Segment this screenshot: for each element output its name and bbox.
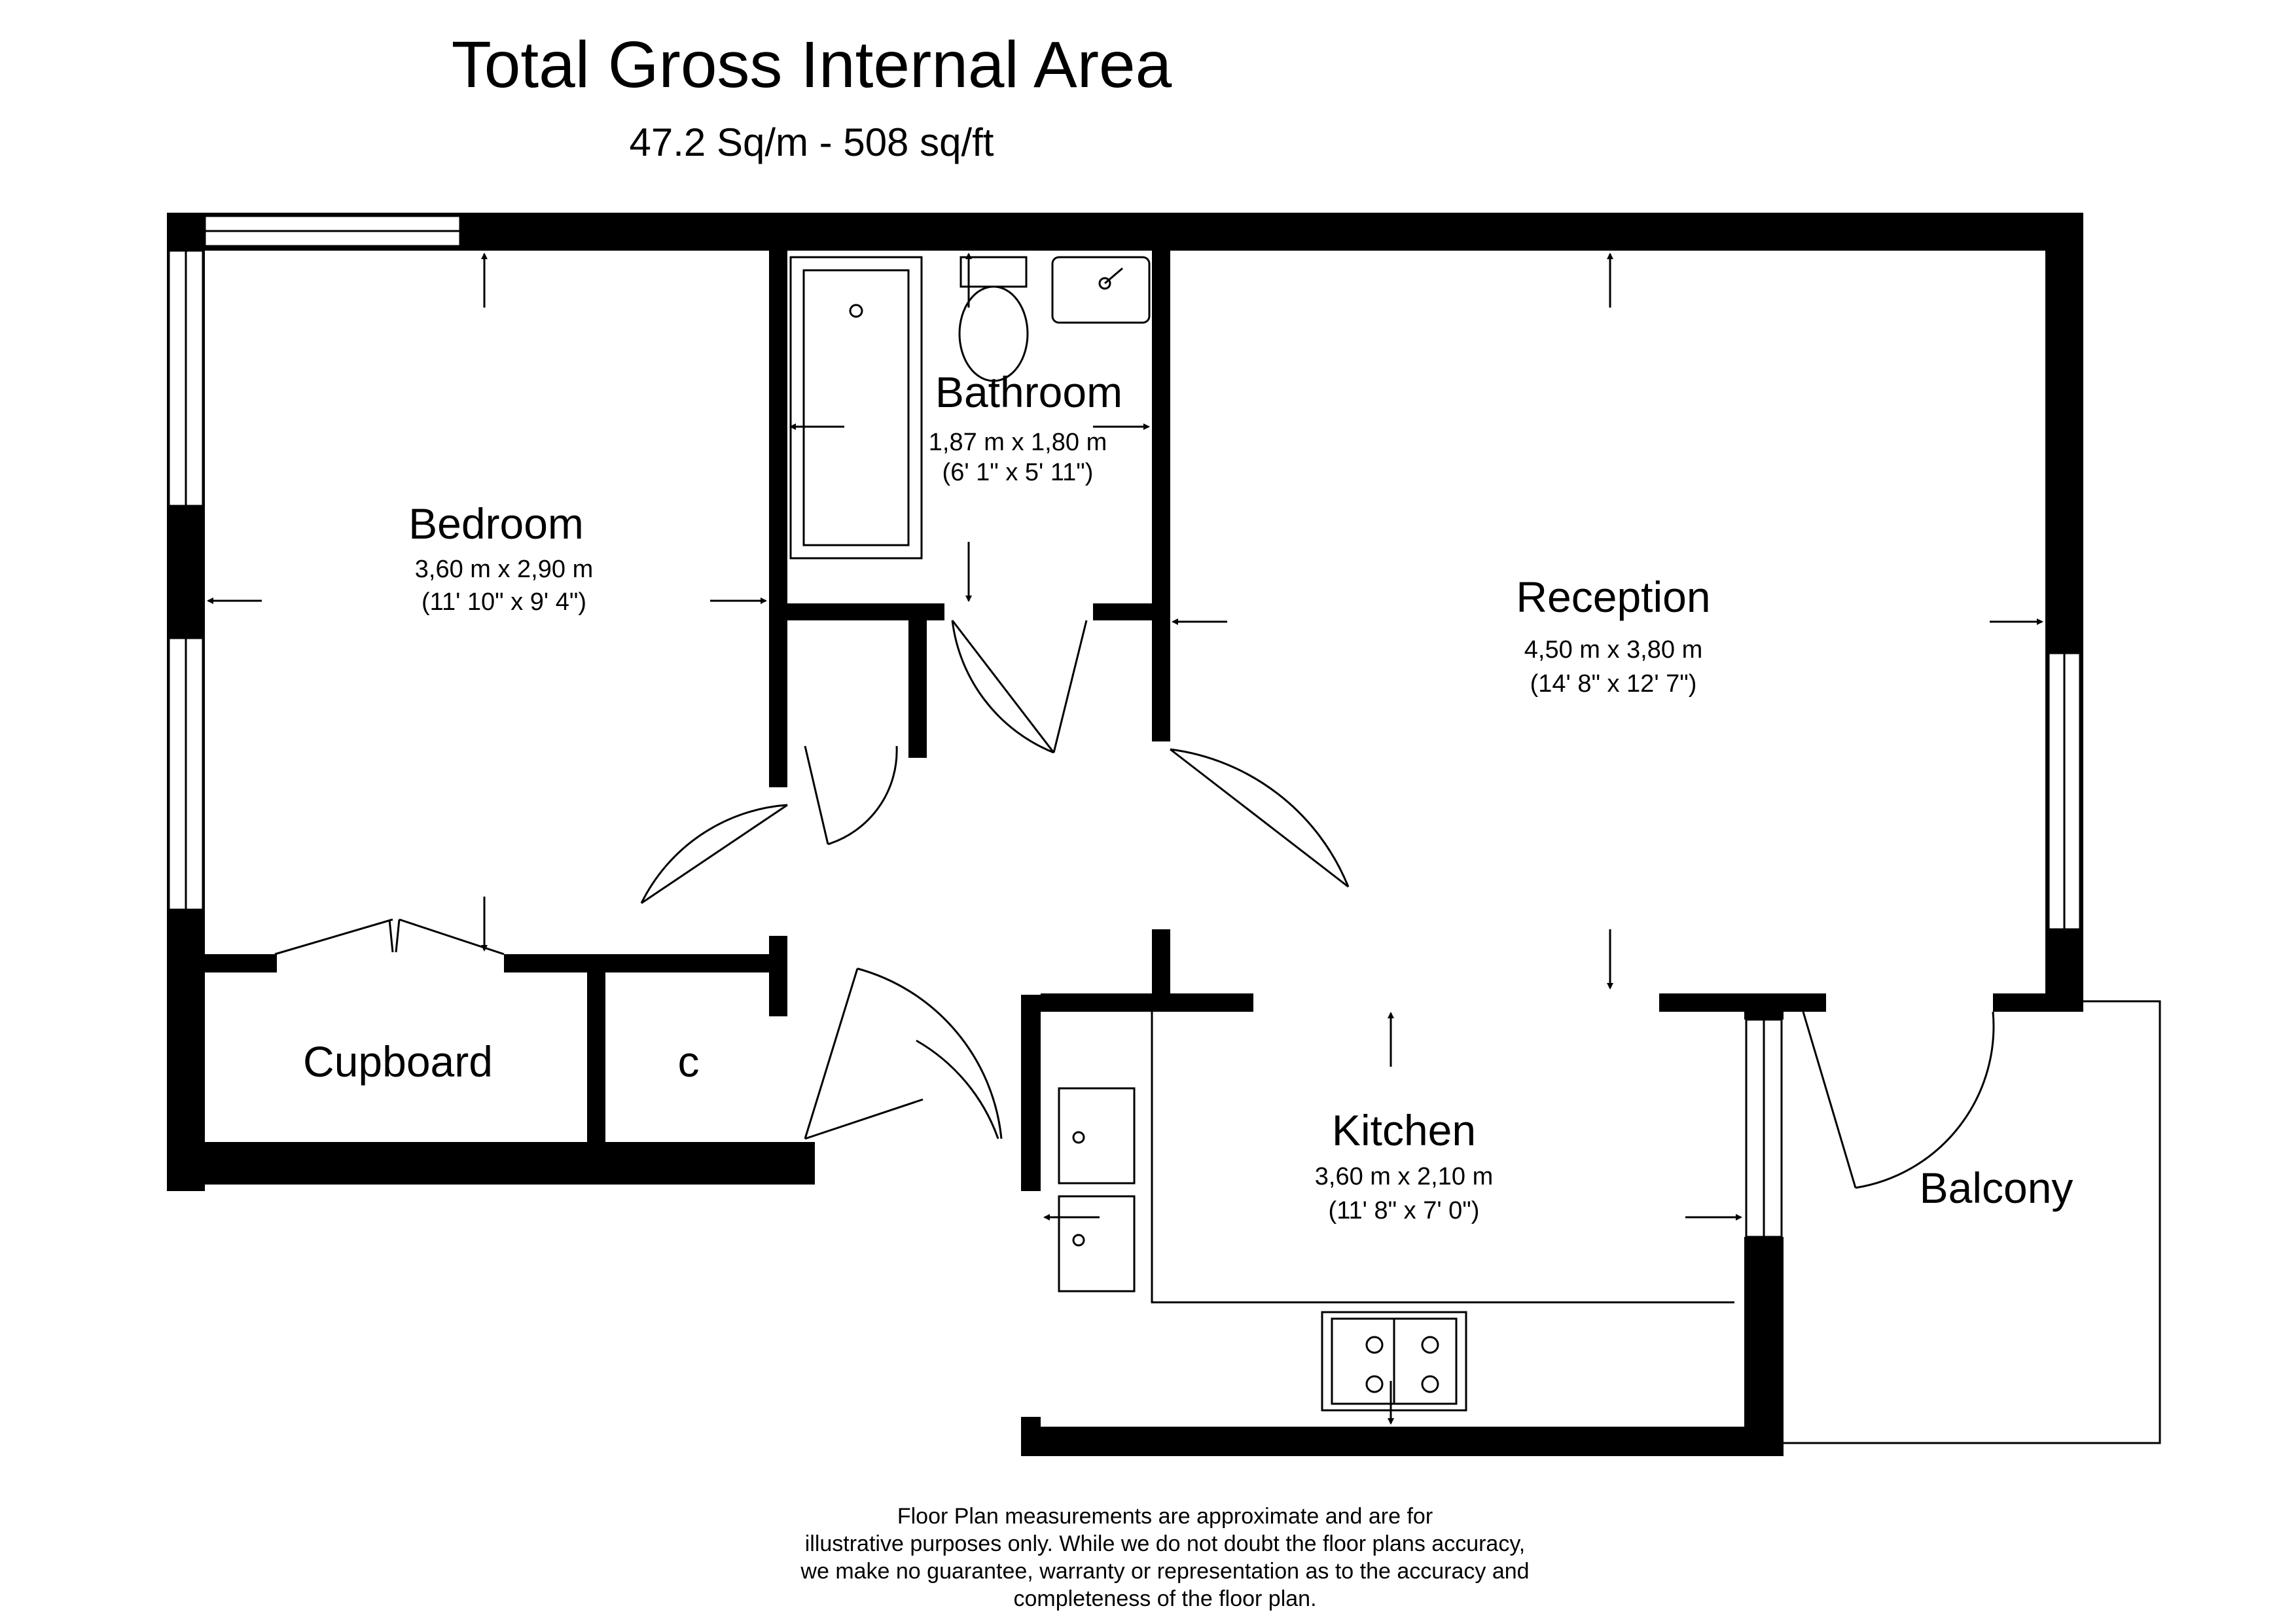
toilet-bowl <box>958 285 1029 382</box>
room-imperial: (6' 1" x 5' 11") <box>942 459 1094 486</box>
room-bathroom: Bathroom 1,87 m x 1,80 m (6' 1" x 5' 11"… <box>929 368 1122 486</box>
dimension-arrows <box>207 253 2043 1425</box>
page-title: Total Gross Internal Area <box>452 28 1172 101</box>
disclaimer: Floor Plan measurements are approximate … <box>800 1504 1529 1611</box>
room-metric: 1,87 m x 1,80 m <box>929 429 1107 456</box>
toilet-cistern <box>960 256 1028 288</box>
room-cupboard: Cupboard <box>303 1037 493 1086</box>
room-reception: Reception 4,50 m x 3,80 m (14' 8" x 12' … <box>1516 573 1710 698</box>
room-kitchen: Kitchen 3,60 m x 2,10 m (11' 8" x 7' 0") <box>1315 1106 1493 1224</box>
disclaimer-line: illustrative purposes only. While we do … <box>805 1531 1526 1556</box>
room-closet: c <box>678 1037 700 1086</box>
fixtures <box>789 256 1734 1412</box>
balcony-outline <box>1784 1000 2161 1444</box>
windows <box>168 215 2081 1238</box>
room-imperial: (11' 10" x 9' 4") <box>422 588 586 616</box>
disclaimer-line: Floor Plan measurements are approximate … <box>897 1504 1433 1529</box>
room-metric: 3,60 m x 2,90 m <box>415 556 593 583</box>
room-imperial: (14' 8" x 12' 7") <box>1530 670 1697 698</box>
doors <box>274 620 1995 1189</box>
washbasin <box>1051 256 1151 324</box>
disclaimer-line: we make no guarantee, warranty or repres… <box>800 1559 1529 1584</box>
room-imperial: (11' 8" x 7' 0") <box>1329 1197 1480 1224</box>
kitchen-sink-top <box>1058 1087 1136 1185</box>
disclaimer-line: completeness of the floor plan. <box>1013 1586 1316 1611</box>
room-metric: 3,60 m x 2,10 m <box>1315 1163 1493 1190</box>
room-name: Reception <box>1516 573 1710 621</box>
room-name: Kitchen <box>1332 1106 1476 1154</box>
total-area: 47.2 Sq/m - 508 sq/ft <box>630 120 994 164</box>
room-name: Bathroom <box>935 368 1122 416</box>
room-metric: 4,50 m x 3,80 m <box>1524 636 1702 664</box>
kitchen-sink-bottom <box>1058 1195 1136 1293</box>
room-bedroom: Bedroom 3,60 m x 2,90 m (11' 10" x 9' 4"… <box>408 499 593 616</box>
room-balcony: Balcony <box>1920 1164 2073 1212</box>
room-name: Bedroom <box>408 499 584 548</box>
